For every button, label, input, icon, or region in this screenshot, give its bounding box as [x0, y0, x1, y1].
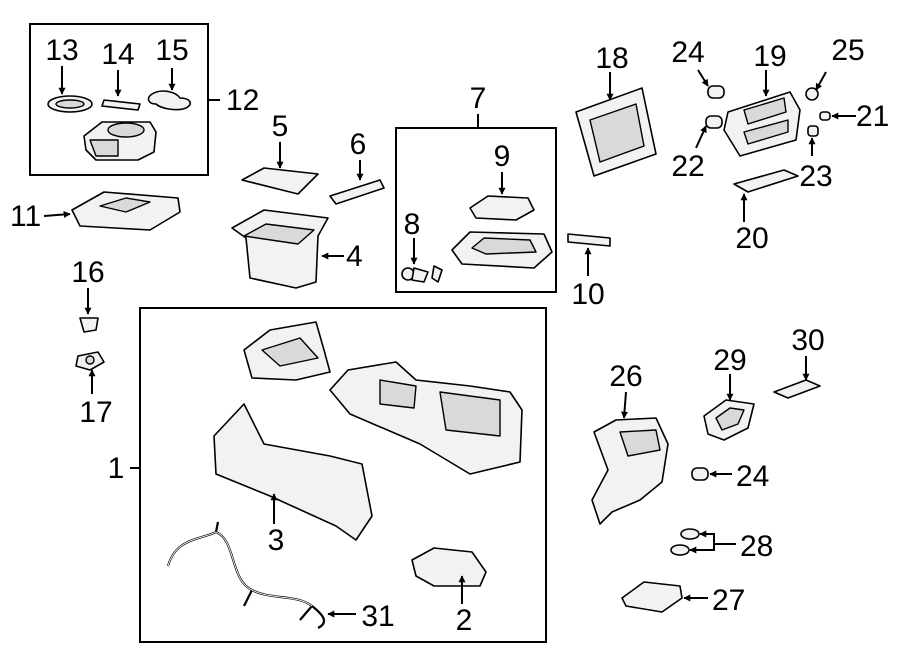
part-26-rear-panel — [591, 417, 669, 525]
part-2-bracket — [411, 547, 487, 587]
callout-8: 8 — [404, 208, 421, 241]
part-19-bezel — [723, 91, 801, 157]
part-15-mat — [147, 90, 192, 111]
part-21-clip — [819, 111, 831, 121]
callout-6: 6 — [350, 128, 367, 161]
callout-27: 27 — [712, 584, 745, 617]
callout-16: 16 — [71, 256, 104, 289]
callout-25: 25 — [831, 34, 864, 67]
part-22-socket — [705, 115, 723, 129]
callout-1: 1 — [108, 452, 125, 485]
callout-31: 31 — [361, 600, 394, 633]
part-5-tray-mat — [241, 167, 319, 195]
part-11-bezel — [71, 191, 181, 231]
part-20-pad — [733, 169, 799, 193]
callout-22: 22 — [671, 150, 704, 183]
part-7-lid — [451, 231, 553, 269]
callout-26: 26 — [609, 360, 642, 393]
callout-labels: 13 14 15 12 11 5 6 4 7 9 8 10 18 24 19 2… — [10, 34, 889, 637]
callout-14: 14 — [101, 38, 134, 71]
part-duct — [243, 321, 331, 381]
part-18-panel — [575, 87, 657, 177]
part-31-wire-harness — [166, 521, 326, 629]
group-frame-1 — [139, 307, 547, 643]
part-25-clip — [805, 87, 819, 101]
callout-15: 15 — [155, 34, 188, 67]
part-24-bulb-top — [707, 85, 725, 99]
part-17-nut — [75, 351, 105, 371]
callout-12: 12 — [226, 84, 259, 117]
callout-19: 19 — [753, 40, 786, 73]
callout-11: 11 — [10, 200, 41, 233]
leader-lines — [43, 66, 856, 618]
callout-29: 29 — [713, 344, 746, 377]
part-24-bulb-lower — [691, 467, 709, 481]
callout-9: 9 — [494, 140, 511, 173]
part-27-pad — [621, 581, 683, 613]
part-10-bracket — [567, 233, 611, 247]
part-12-cup-holder — [83, 121, 157, 161]
callout-30: 30 — [791, 324, 824, 357]
part-14-seal-strip — [101, 99, 141, 111]
part-3-side-panel — [213, 403, 373, 541]
callout-2: 2 — [456, 604, 473, 637]
part-8-latch — [401, 265, 443, 283]
callout-4: 4 — [346, 240, 363, 273]
part-13-cup-holder-insert — [47, 95, 93, 113]
callout-28: 28 — [740, 530, 773, 563]
callout-3: 3 — [268, 524, 285, 557]
part-16-bushing — [79, 317, 99, 333]
callout-23: 23 — [799, 160, 832, 193]
callout-24-top: 24 — [671, 36, 704, 69]
callout-10: 10 — [571, 278, 604, 311]
part-23-clip — [807, 125, 819, 137]
callout-18: 18 — [595, 42, 628, 75]
callout-17: 17 — [79, 396, 112, 429]
part-6-trim — [329, 179, 385, 205]
callout-5: 5 — [272, 110, 289, 143]
callout-21: 21 — [856, 100, 889, 133]
callout-7: 7 — [470, 82, 487, 115]
part-29-vent — [703, 399, 755, 441]
group-frame-7 — [395, 127, 557, 293]
part-4-storage-bin — [231, 209, 329, 289]
callout-20: 20 — [735, 222, 768, 255]
part-30-grille — [773, 379, 821, 399]
callout-24-bottom: 24 — [736, 460, 769, 493]
callout-13: 13 — [45, 34, 78, 67]
part-console-base — [329, 361, 523, 475]
part-28-lens — [670, 528, 700, 556]
part-9-pad — [469, 195, 535, 221]
